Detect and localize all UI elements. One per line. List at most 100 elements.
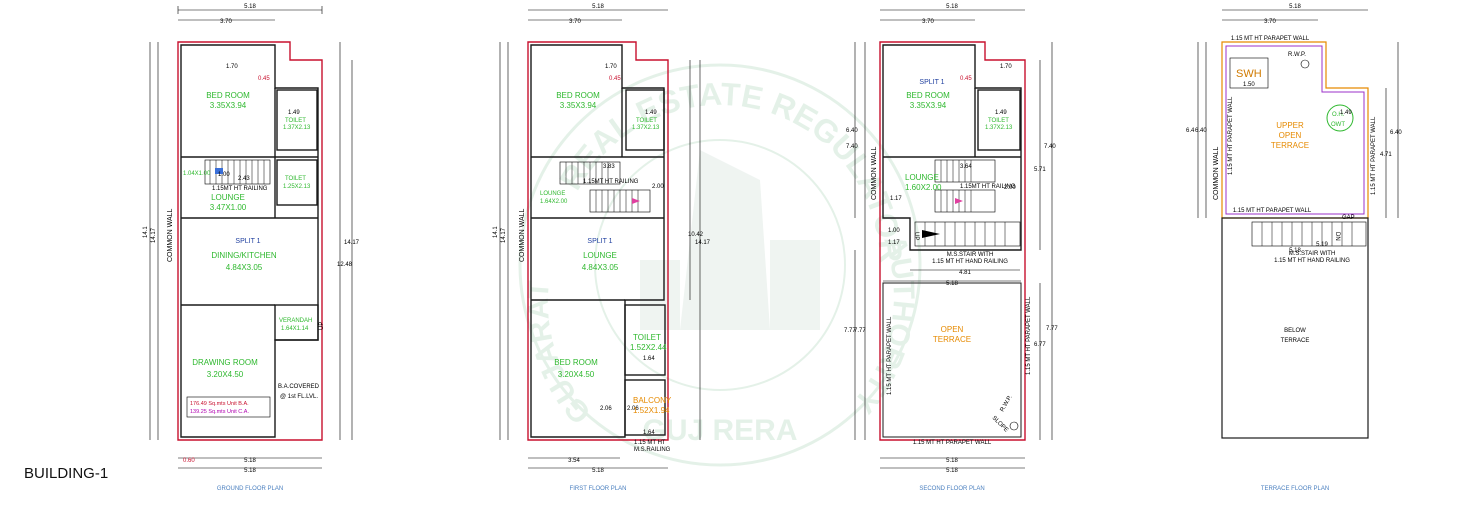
- ff-toilet1: TOILET: [636, 118, 657, 124]
- watermark-arc-top: REAL ESTATE REGULATORY: [0, 0, 909, 264]
- gf-dim-small: 0.60: [183, 458, 195, 464]
- tf-gap: GAP: [1342, 215, 1355, 221]
- tf-swh-box: [1229, 57, 1269, 89]
- sf-lounge: LOUNGE: [905, 173, 939, 182]
- ff-balcony: BALCONY: [633, 396, 672, 405]
- ff-stair-w: 3.83: [603, 164, 615, 170]
- gf-stair: 1.00 2.43 1.15MT HT RAILING: [204, 159, 271, 192]
- sf-dim-lower: 7.77: [844, 328, 856, 334]
- gf-up: UP: [319, 322, 325, 330]
- tf-dim-top1: 5.18: [1289, 4, 1301, 10]
- ff-dim-top2: 3.70: [569, 19, 581, 25]
- gf-lounge: LOUNGE: [211, 193, 245, 202]
- ff-rail2: M.S.RAILING: [634, 447, 671, 453]
- ff-common-wall: COMMON WALL: [519, 208, 526, 262]
- ff-bed2: BED ROOM: [554, 358, 598, 367]
- tf-stair: DN: [1251, 221, 1367, 247]
- ff-stair-note: 1.15MT HT RAILING: [583, 179, 639, 185]
- sf-dim-right3: 7.77: [1046, 326, 1058, 332]
- sf-w518: 5.18: [946, 281, 958, 287]
- ff-w164: 1.64: [643, 356, 655, 362]
- tf-parapet-right: 1.15 MT HT PARAPET WALL: [1371, 116, 1377, 195]
- ff-dim-top1: 5.18: [592, 4, 604, 10]
- sf-common-wall: COMMON WALL: [871, 146, 878, 200]
- tf-upper2: OPEN: [1279, 131, 1302, 140]
- sf-rwp: R.W.P.: [1000, 394, 1014, 413]
- tf-dim-right: 6.40: [1390, 130, 1402, 136]
- sf-dim-left: 6.40: [846, 128, 858, 134]
- ff-dim-gap: 1.70: [605, 64, 617, 70]
- ff-bed2-size: 3.20X4.50: [558, 370, 595, 379]
- tf-parapet-top: 1.15 MT HT PARAPET WALL: [1231, 36, 1310, 42]
- gf-area2: 139.25 Sq.mts Unit C.A.: [190, 409, 249, 415]
- tf-upper3: TERRACE: [1271, 141, 1309, 150]
- tf-dim-left: 6.4: [1186, 128, 1195, 134]
- gf-toilet2-size: 1.25X2.13: [283, 184, 311, 190]
- tf-w150: 1.50: [1243, 82, 1255, 88]
- tf-rwp-icon: [1300, 59, 1310, 69]
- gf-dim-top1: 5.18: [244, 4, 256, 10]
- watermark-bottom: GUJ RERA: [642, 414, 797, 447]
- tf-title: TERRACE FLOOR PLAN: [1261, 486, 1329, 492]
- tf-stair1: M.S.STAIR WITH: [1289, 251, 1336, 257]
- ff-w206: 2.06: [600, 406, 612, 412]
- gf-covered2: @ 1st FL.LVL.: [280, 394, 318, 400]
- sf-toilet1: TOILET: [988, 118, 1009, 124]
- sf-dim-right4: 6.77: [1034, 342, 1046, 348]
- sf-dim-bot2: 5.18: [946, 468, 958, 474]
- sf-w117: 1.17: [890, 196, 902, 202]
- ff-toilet2: TOILET: [633, 333, 661, 342]
- ff-lounge-size: 4.84X3.05: [582, 263, 619, 272]
- sf-toilet1-size: 1.37X2.13: [985, 125, 1013, 131]
- ff-dim-left2: 14.17: [501, 227, 507, 243]
- gf-veranda-size: 1.64X1.14: [281, 326, 309, 332]
- tf-w519: 5.19: [1316, 242, 1328, 248]
- sf-toilet-w: 1.49: [995, 110, 1007, 116]
- gf-stair-note: 1.15MT HT RAILING: [212, 186, 268, 192]
- gf-toilet1: TOILET: [285, 118, 306, 124]
- ff-dim-left: 14.1: [493, 226, 499, 238]
- sf-dim-top1: 5.18: [946, 4, 958, 10]
- ff-w206b: 2.06: [627, 406, 639, 412]
- ff-toilet-w: 1.49: [645, 110, 657, 116]
- tf-rwp: R.W.P.: [1288, 52, 1306, 58]
- sf-dim-bot1: 5.18: [946, 458, 958, 464]
- gf-dim-right2: 12.48: [337, 262, 353, 268]
- sf-split: SPLIT 1: [919, 79, 944, 86]
- building-label: BUILDING-1: [24, 465, 108, 482]
- gf-dim-bot2: 5.18: [244, 468, 256, 474]
- sf-w100: 1.00: [888, 228, 900, 234]
- gf-title: GROUND FLOOR PLAN: [217, 486, 283, 492]
- sf-bed-size: 3.35X3.94: [910, 101, 947, 110]
- ff-bed: BED ROOM: [556, 91, 600, 100]
- ground-floor-plan: 5.18 3.70 1.00 2.43 1.15MT HT RAILING BE…: [143, 4, 360, 492]
- ff-lounge-small: LOUNGE: [540, 191, 565, 197]
- sf-stair-w: 3.64: [960, 164, 972, 170]
- gf-dim-right: 14.17: [344, 240, 360, 246]
- gf-toilet2: TOILET: [285, 176, 306, 182]
- sf-stair2: 1.15 MT HT HAND RAILING: [932, 259, 1008, 265]
- sf-parapet-left: 1.15 MT HT PARAPET WALL: [887, 316, 893, 395]
- tf-below1: BELOW: [1284, 328, 1306, 334]
- gf-dining-size: 4.84X3.05: [226, 263, 263, 272]
- tf-dim-top2: 3.70: [1264, 19, 1276, 25]
- sf-lounge-size: 1.60X2.00: [905, 183, 942, 192]
- ff-balcony-size: 1.52X1.94: [633, 406, 670, 415]
- sf-dim-right2: 5.71: [1034, 167, 1046, 173]
- tf-parapet-left: 1.15 MT HT PARAPET WALL: [1228, 96, 1234, 175]
- sf-dim-lower2: 7.77: [854, 328, 866, 334]
- gf-drawing-size: 3.20X4.50: [207, 370, 244, 379]
- tf-below2: TERRACE: [1281, 338, 1310, 344]
- ff-split: SPLIT 1: [587, 238, 612, 245]
- ff-w164b: 1.64: [643, 430, 655, 436]
- tf-stair2: 1.15 MT HT HAND RAILING: [1274, 258, 1350, 264]
- sf-slope: SLOPE: [991, 415, 1009, 433]
- ff-title: FIRST FLOOR PLAN: [570, 486, 627, 492]
- tf-owt-circle: [1326, 104, 1354, 132]
- sf-up: UP: [913, 232, 919, 240]
- gf-stair-h: 1.00: [218, 172, 230, 178]
- gf-dim-side: 0.45: [258, 76, 270, 82]
- watermark-arc-left: GUJARAT: [522, 280, 598, 430]
